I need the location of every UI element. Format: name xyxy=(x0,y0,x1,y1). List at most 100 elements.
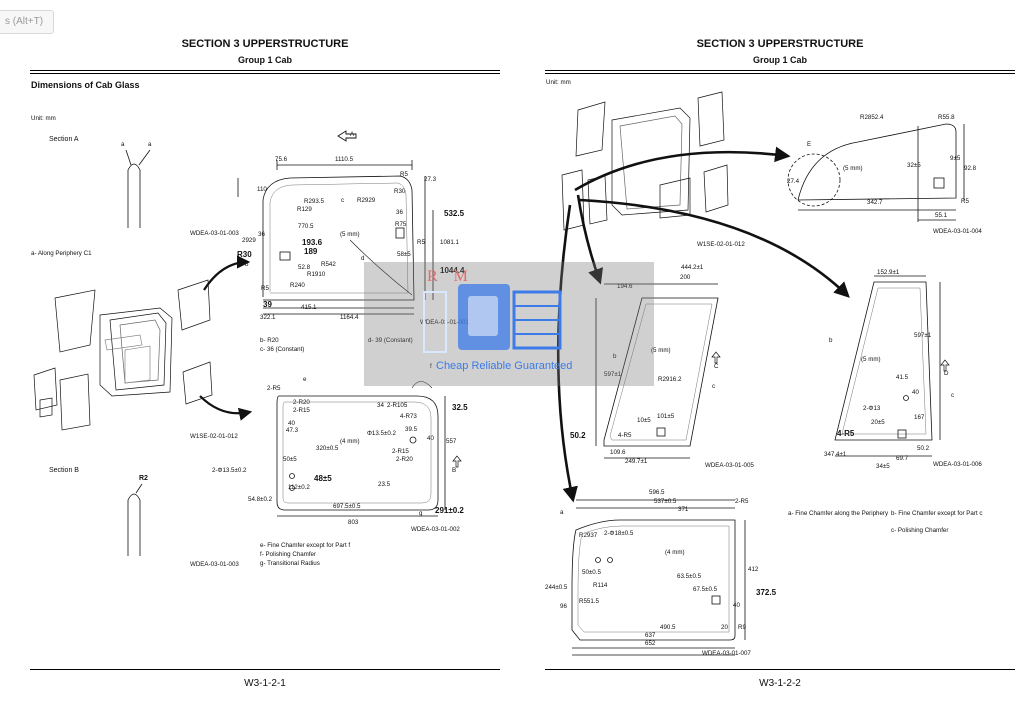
arrow-to-d5 xyxy=(576,194,603,285)
d1-note-d: d- 39 (Constant) xyxy=(368,337,413,344)
section-b-radius: R2 xyxy=(139,475,148,482)
d2-label: 112±0.2 xyxy=(288,484,310,491)
d2-label: 320±0.5 xyxy=(316,445,339,452)
d1-label: 39 xyxy=(263,300,272,309)
section-a-a-label-1: a xyxy=(121,141,125,148)
d5-label: (5 mm) xyxy=(651,347,671,354)
d1-label: 27.3 xyxy=(424,176,437,183)
d1-label: 2929 xyxy=(242,237,256,244)
d7-label: 596.5 xyxy=(649,489,665,496)
section-b-profile xyxy=(127,493,141,556)
d4-label: R2852.4 xyxy=(860,114,884,121)
watermark: R M Cheap Reliable Guaranteed xyxy=(364,262,654,386)
right-unit: Unit: mm xyxy=(546,79,571,86)
d1-label: 58±5 xyxy=(397,251,411,258)
d6-ref: WDEA-03-01-006 xyxy=(933,461,982,468)
d2-label: 32.5 xyxy=(452,403,468,412)
d7-label: 412 xyxy=(748,566,759,573)
wdea-003-bottom-ref: WDEA-03-01-003 xyxy=(190,561,239,568)
d1-label: 322.1 xyxy=(260,314,276,321)
along-periphery-note: a- Along Periphery C1 xyxy=(31,250,92,257)
d2-label: 4-R73 xyxy=(400,413,417,420)
d2-label: Φ13.5±0.2 xyxy=(367,430,396,437)
d2-label: 54.8±0.2 xyxy=(248,496,273,503)
right-section-title: SECTION 3 UPPERSTRUCTURE xyxy=(696,38,864,50)
d1-label: 36 xyxy=(396,209,403,216)
d1-label: d xyxy=(361,255,365,262)
d2-note-g: g- Transitional Radius xyxy=(260,560,320,567)
right-note-a: a- Fine Chamfer along the Periphery xyxy=(788,510,889,517)
d2-label: 2-R20 xyxy=(293,399,310,406)
d1-label: (5 mm) xyxy=(340,231,360,238)
right-note-b: b- Fine Chamfer except for Part c xyxy=(891,510,983,517)
view-arrow-a-label: A xyxy=(350,131,355,138)
d5-label: 101±5 xyxy=(657,413,675,420)
d5-label: 444.2±1 xyxy=(681,264,704,271)
left-page: SECTION 3 UPPERSTRUCTURE Group 1 Cab Dim… xyxy=(30,0,500,721)
d4-label: 92.8 xyxy=(964,165,977,172)
d2-label: 50±5 xyxy=(283,456,297,463)
d6-label: 4-R5 xyxy=(837,429,855,438)
d1-label: R240 xyxy=(290,282,305,289)
d7-label: 372.5 xyxy=(756,588,777,597)
d1-label: 75.6 xyxy=(275,156,288,163)
d7-label: a xyxy=(560,509,564,516)
d1-label: R293.5 xyxy=(304,198,324,205)
d6-label: 20±5 xyxy=(871,419,885,426)
right-w1se-ref: W1SE-02-01-012 xyxy=(697,241,745,248)
d2-label: 47.3 xyxy=(286,427,299,434)
d2-label: 40 xyxy=(288,420,295,427)
d6-label: 69.7 xyxy=(896,455,909,462)
d4-label: 32±5 xyxy=(907,162,921,169)
d4-label: 9±5 xyxy=(950,155,961,162)
d2-label: 291±0.2 xyxy=(435,506,464,515)
d1-label: 1164.4 xyxy=(340,314,359,321)
d7-label: R9 xyxy=(738,624,746,631)
d6-label: 34±5 xyxy=(876,463,890,470)
right-footer-rule xyxy=(545,669,1015,670)
d7-ref: WDEA-03-01-007 xyxy=(702,650,751,657)
d1-label: 1081.1 xyxy=(440,239,459,246)
d4-label: E xyxy=(807,141,812,148)
d4-label: R5 xyxy=(961,198,969,205)
d5-label: 249.7±1 xyxy=(625,458,648,465)
d5-label: R2916.2 xyxy=(658,376,682,383)
d1-label: R129 xyxy=(297,206,312,213)
left-header-rule xyxy=(30,70,500,74)
d5-label: c xyxy=(712,383,716,390)
rear-glass-drawing xyxy=(276,381,462,517)
left-group-title: Group 1 Cab xyxy=(237,55,292,65)
left-page-number: W3-1-2-1 xyxy=(244,678,286,689)
d1-note-c: c- 36 (Constant) xyxy=(260,346,305,353)
d5-label: 109.6 xyxy=(610,449,626,456)
d7-label: R114 xyxy=(593,582,608,589)
d1-label: 1044.4 xyxy=(440,266,465,275)
d7-label: 490.5 xyxy=(660,624,676,631)
side-glass-small-drawing xyxy=(787,123,965,222)
right-group-title: Group 1 Cab xyxy=(752,55,807,65)
d5-label: 597±1 xyxy=(604,371,622,378)
d2-label: 697.5±0.5 xyxy=(333,503,361,510)
d6-label: 40 xyxy=(912,389,919,396)
d2-label: f xyxy=(430,363,432,370)
section-a-label: Section A xyxy=(49,136,79,143)
front-lower-glass-drawing xyxy=(595,283,721,459)
d2-label: 48±5 xyxy=(314,474,332,483)
d6-label: D xyxy=(944,370,949,377)
d4-ref: WDEA-03-01-004 xyxy=(933,228,982,235)
d2-label: 34 xyxy=(377,402,384,409)
arrow-to-d6 xyxy=(579,198,850,298)
d1-label: 110 xyxy=(257,186,267,193)
watermark-tagline: Cheap Reliable Guaranteed xyxy=(436,360,573,372)
d1-label: 1110.5 xyxy=(335,156,354,163)
d6-label: 347.4±1 xyxy=(824,451,847,458)
d1-label: R5 xyxy=(417,239,425,246)
view-arrow-a xyxy=(337,130,357,142)
d6-label: 50.2 xyxy=(917,445,930,452)
d2-note-e: e- Fine Chamfer except for Part f xyxy=(260,542,351,549)
d6-label: 41.5 xyxy=(896,374,909,381)
d7-label: 652 xyxy=(645,640,656,647)
right-page: SECTION 3 UPPERSTRUCTURE Group 1 Cab Uni… xyxy=(545,0,1015,721)
d6-label: (5 mm) xyxy=(861,356,881,363)
